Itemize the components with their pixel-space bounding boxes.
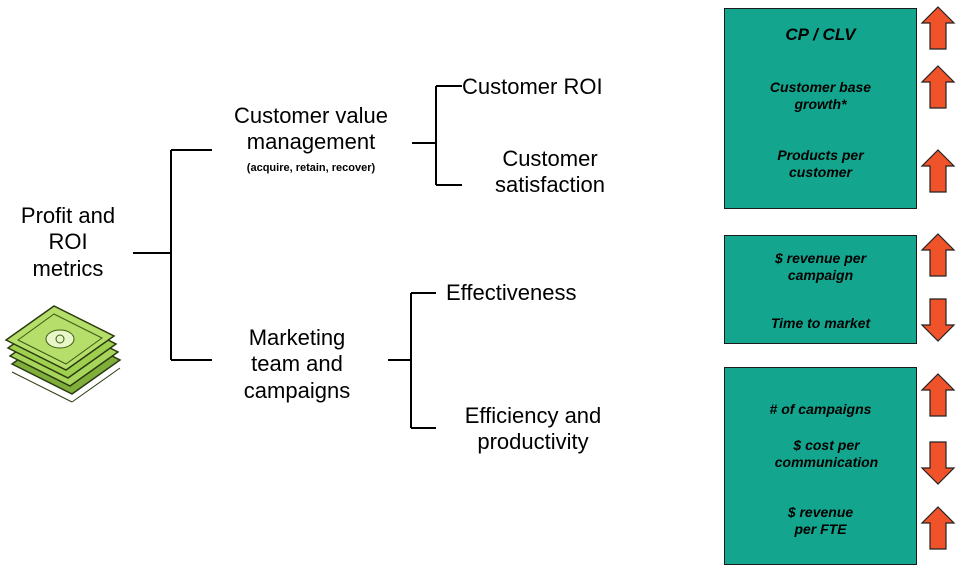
metric-revenue-per-fte: $ revenue per FTE	[725, 504, 916, 538]
root-line-1: Profit and	[20, 203, 116, 228]
efficiency-line-1: Efficiency and	[464, 403, 602, 428]
metric-time-to-market: Time to market	[725, 315, 916, 332]
marketing-line-1: Marketing	[248, 325, 346, 350]
customer-value-subtitle: (acquire, retain, recover)	[246, 161, 376, 174]
metric-label: customer	[788, 163, 853, 180]
metric-box-efficiency: # of campaigns $ cost per communication …	[724, 367, 917, 565]
customer-roi-node: Customer ROI	[462, 74, 603, 100]
money-stack-icon	[4, 305, 122, 403]
efficiency-line-2: productivity	[477, 429, 589, 455]
customer-value-line-1: Customer value	[233, 103, 389, 128]
metric-label: Products per	[777, 147, 864, 163]
metric-box-effectiveness: $ revenue per campaign Time to market	[724, 235, 917, 344]
metric-number-of-campaigns: # of campaigns	[725, 401, 916, 418]
metric-label: # of campaigns	[769, 401, 872, 417]
effectiveness-node: Effectiveness	[446, 280, 576, 306]
root-line-2: ROI	[48, 229, 88, 255]
marketing-node: Marketing team and campaigns	[222, 325, 372, 404]
marketing-line-3: campaigns	[243, 377, 351, 403]
metric-label: growth*	[794, 95, 847, 112]
metric-cp-clv: CP / CLV	[725, 25, 916, 45]
metric-label: CP / CLV	[785, 25, 856, 44]
metric-label: per FTE	[794, 520, 847, 537]
metric-box-customer: CP / CLV Customer base growth* Products …	[724, 8, 917, 209]
root-node: Profit and ROI metrics	[8, 203, 128, 282]
metric-label: Time to market	[770, 315, 871, 331]
effectiveness-label: Effectiveness	[446, 280, 577, 305]
metric-products-per-customer: Products per customer	[725, 147, 916, 181]
customer-roi-label: Customer ROI	[462, 74, 603, 99]
metric-label: $ cost per	[793, 437, 860, 453]
metric-cost-per-communication: $ cost per communication	[725, 437, 916, 471]
efficiency-node: Efficiency and productivity	[438, 403, 628, 456]
marketing-line-2: team and	[251, 351, 343, 377]
customer-satisfaction-line-2: satisfaction	[494, 172, 606, 198]
metric-label: Customer base	[769, 79, 872, 95]
metric-customer-base-growth: Customer base growth*	[725, 79, 916, 113]
customer-satisfaction-node: Customer satisfaction	[478, 146, 622, 199]
metric-label: campaign	[787, 266, 854, 283]
root-line-3: metrics	[32, 255, 104, 281]
metric-label: $ revenue per	[774, 250, 867, 266]
customer-satisfaction-line-1: Customer	[502, 146, 598, 171]
metric-label: $ revenue	[787, 504, 854, 520]
metric-label: communication	[774, 453, 879, 470]
customer-value-node: Customer value management (acquire, reta…	[208, 103, 414, 175]
customer-value-line-2: management	[246, 129, 376, 155]
metric-revenue-per-campaign: $ revenue per campaign	[725, 250, 916, 284]
